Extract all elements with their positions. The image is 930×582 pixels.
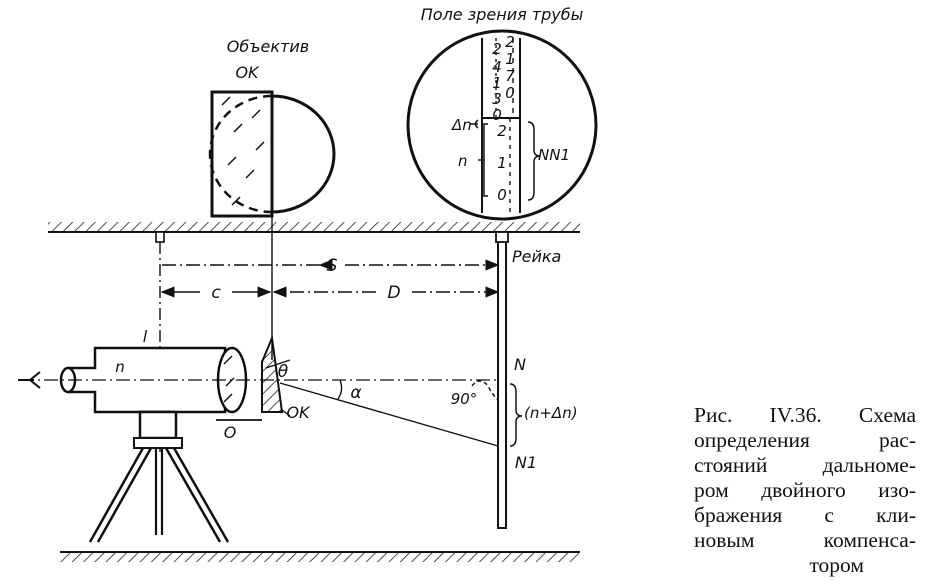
alpha-label: α xyxy=(350,383,361,403)
S-label: S xyxy=(327,256,338,276)
scale-lower-0: 2 xyxy=(497,122,507,140)
caption-line-5: бражения с кли- xyxy=(694,503,916,527)
field-of-view-title: Поле зрения трубы xyxy=(421,5,584,24)
NN1-label: NN1 xyxy=(538,146,570,164)
n-view-label: n xyxy=(458,152,468,170)
l-label: l xyxy=(143,327,148,346)
ok-bottom-label: OK xyxy=(286,403,311,422)
caption-line-4: ром двойного изо- xyxy=(694,478,916,502)
objective-title: Объектив xyxy=(227,37,309,56)
caption-line-1: Рис. IV.36. Схема xyxy=(694,403,916,427)
deflected-ray xyxy=(279,382,499,447)
c-label: c xyxy=(211,283,221,303)
ok-leader xyxy=(281,409,291,417)
instrument-diagram: 2 4 1 3 0 2 1 7 0 2 1 0 xyxy=(18,5,598,562)
n-brace xyxy=(509,383,523,447)
scale-upper-0: 2 xyxy=(492,40,502,58)
theta-label: θ xyxy=(278,362,289,382)
tripod xyxy=(88,447,230,543)
n-tube-label: n xyxy=(115,358,125,376)
scale-upper-2: 1 xyxy=(492,74,502,92)
scale-upper-right-2: 7 xyxy=(505,67,515,85)
ninety-label: 90° xyxy=(451,390,478,408)
scale-upper-1: 4 xyxy=(492,58,502,76)
theta-leader xyxy=(265,359,291,369)
right-angle-mark xyxy=(471,380,499,401)
scale-upper-4: 0 xyxy=(492,106,502,124)
scale-upper-right-0: 2 xyxy=(505,33,515,51)
levelling-rod xyxy=(495,231,509,529)
figure-caption: Рис. IV.36. Схема определения рас- стоян… xyxy=(694,403,916,578)
objective-view xyxy=(208,90,336,218)
scale-lower-1: 1 xyxy=(497,154,507,172)
rod-label: Рейка xyxy=(512,247,561,266)
eye-icon xyxy=(18,371,41,389)
scale-upper-right-1: 1 xyxy=(505,50,515,68)
D-label: D xyxy=(387,283,400,303)
floor xyxy=(60,551,580,562)
caption-line-6: новым компенса- xyxy=(694,528,916,552)
plumb-mark xyxy=(155,231,165,243)
N1-label: N1 xyxy=(515,453,537,472)
ceiling xyxy=(48,222,580,233)
n-plus-dn-label: (n+Δn) xyxy=(524,404,578,422)
telescope xyxy=(59,334,284,449)
caption-line-2: определения рас- xyxy=(694,428,916,452)
ok-top-label: OK xyxy=(235,63,260,82)
N-label: N xyxy=(514,355,526,374)
field-of-view: 2 4 1 3 0 2 1 7 0 2 1 0 xyxy=(406,29,598,221)
scale-upper-right-3: 0 xyxy=(505,84,515,102)
caption-line-7: тором xyxy=(809,553,864,577)
scale-lower-2: 0 xyxy=(497,186,507,204)
O-label: O xyxy=(224,423,237,442)
caption-line-3: стояний дальноме- xyxy=(694,453,916,477)
delta-n-label: Δn xyxy=(451,116,472,134)
alpha-arc xyxy=(337,379,343,400)
scale-upper-3: 3 xyxy=(492,90,502,108)
